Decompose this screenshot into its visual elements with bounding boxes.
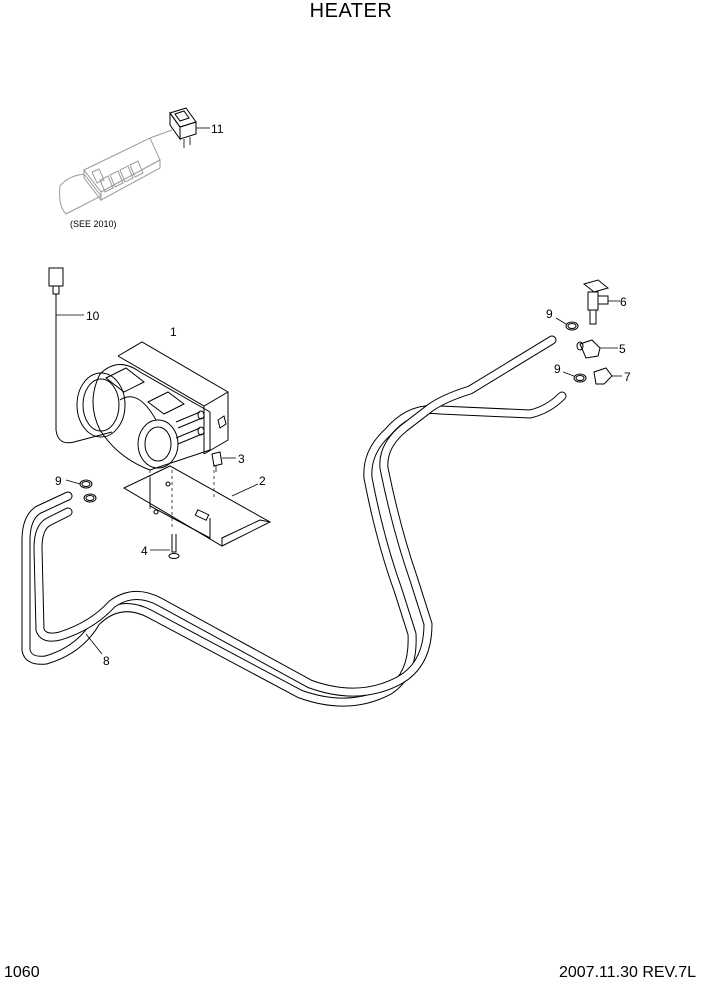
callout-11: 11 <box>211 122 224 136</box>
hose-clamps-right <box>555 317 587 383</box>
hose-assembly <box>21 335 567 707</box>
hose-clamps-left <box>65 479 97 503</box>
heater-unit <box>76 341 229 471</box>
mounting-bracket <box>122 465 272 547</box>
elbow-fitting <box>576 339 618 359</box>
hose-fitting <box>593 367 622 385</box>
bolt <box>150 534 180 559</box>
shutoff-valve <box>582 279 620 325</box>
page-title: HEATER <box>309 0 393 22</box>
callout-10: 10 <box>86 309 100 323</box>
callout-9-lower-right: 9 <box>554 362 561 376</box>
callout-1: 1 <box>170 325 177 339</box>
callout-3: 3 <box>238 452 245 466</box>
page-number: 1060 <box>4 964 40 981</box>
switch-panel <box>59 129 173 215</box>
callout-4: 4 <box>141 544 148 558</box>
callout-2: 2 <box>259 474 266 488</box>
callout-5: 5 <box>619 342 626 356</box>
revision-info: 2007.11.30 REV.7L <box>558 964 696 981</box>
callout-6: 6 <box>620 295 627 309</box>
callout-9-left: 9 <box>55 474 62 488</box>
callout-7: 7 <box>624 370 631 384</box>
rocker-switch <box>169 107 210 148</box>
callout-8: 8 <box>103 654 110 668</box>
callout-9-upper-right: 9 <box>546 307 553 321</box>
see-reference-note: (SEE 2010) <box>70 219 117 229</box>
wire-harness <box>48 267 113 444</box>
bleed-fitting <box>211 451 236 472</box>
